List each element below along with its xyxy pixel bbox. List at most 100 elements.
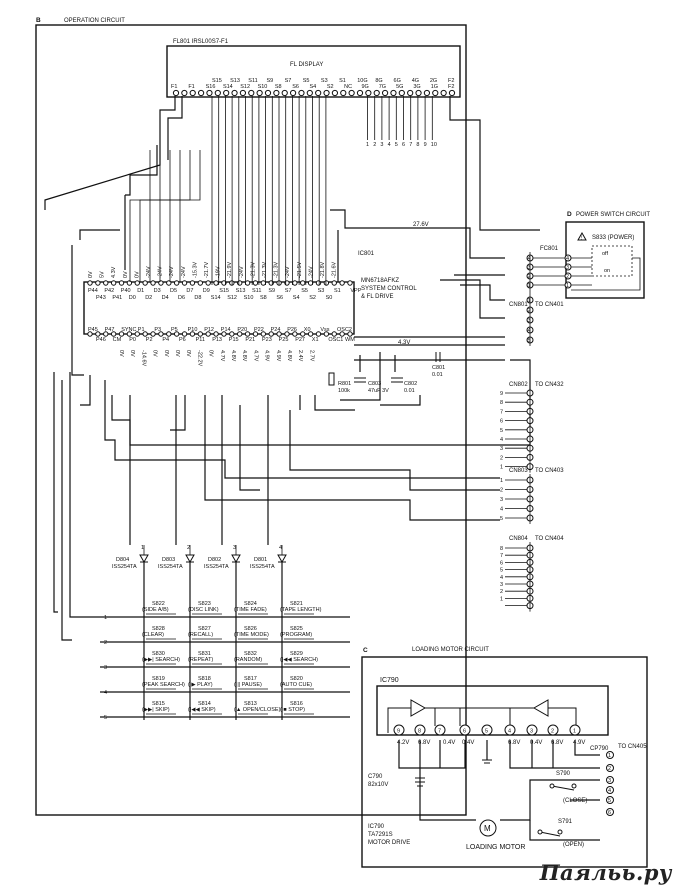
ic790-note: IC790 <box>368 824 385 830</box>
cn804-to: TO CN404 <box>535 536 564 542</box>
ic801-top-pin <box>252 280 259 286</box>
ic801-pin-label: X0 <box>304 327 311 333</box>
ic801-bottom-pin <box>173 331 180 337</box>
fl-pin <box>331 89 339 97</box>
ic801-top-voltage: 0V <box>134 271 140 278</box>
fl-pin-label-top: S7 <box>285 78 292 84</box>
connector-pin-number: 9 <box>500 391 503 397</box>
ic801-pin-label: S8 <box>260 295 267 301</box>
cp790-pin-number: 5 <box>608 798 611 804</box>
ic801-pin-label: S6 <box>276 295 283 301</box>
key-row-bus <box>69 372 100 618</box>
power-pin-number: 4 <box>566 256 569 262</box>
ic801-pin-label: P11 <box>196 337 205 343</box>
fl-pin <box>373 89 380 97</box>
s791-label: (OPEN) <box>563 842 584 848</box>
diode-model: ISS254TA <box>250 564 275 570</box>
ic801-top-pin <box>181 280 188 286</box>
ic801-pin-label: P22 <box>254 327 264 333</box>
connector-pin-number: 4 <box>500 507 503 513</box>
key-switch-ref: S817 <box>244 676 257 682</box>
fl-display-box <box>166 45 461 98</box>
fl-grid-number: 7 <box>409 142 412 148</box>
ic801-pin-label: X1 <box>312 337 319 343</box>
fl-pin-label: S10 <box>258 84 268 90</box>
ic801-pin-label: P44 <box>88 288 98 294</box>
ic801-pin-label: P41 <box>112 295 122 301</box>
connector-pin-number: 1 <box>500 596 503 602</box>
ic801-bottom-voltage: 4.8V <box>230 350 236 362</box>
cp790-pin-number: 1 <box>608 753 611 759</box>
key-row-number: 2 <box>104 640 107 646</box>
key-switch-label: (AUTO CUE) <box>280 682 312 688</box>
diode-symbol <box>139 554 149 564</box>
fl-grid-number: 10 <box>431 142 437 148</box>
fl-grid-number: 1 <box>366 142 369 148</box>
ic801-top-pin <box>315 280 322 286</box>
ic801-pin-label: P14 <box>221 327 231 333</box>
ic801-pin-label: P40 <box>121 288 131 294</box>
key-switch-ref: S823 <box>198 601 211 607</box>
ic801-pin-label: P45 <box>88 327 98 333</box>
ic801-pin-label: SYNC <box>121 327 136 333</box>
fl-pin-label-top: 10G <box>357 78 367 84</box>
ic801-pin-label: OSC1 <box>328 337 343 343</box>
fl-pin-label: F1 <box>171 84 177 90</box>
ic801-top-pin <box>205 280 211 286</box>
ic801-pin-label: P4 <box>162 337 169 343</box>
ic801-top-voltage: 0V <box>123 271 129 278</box>
diode-model: ISS254TA <box>204 564 229 570</box>
ic790-pin-number: 7 <box>438 729 441 735</box>
ic801-pin-label: P46 <box>96 337 106 343</box>
key-switch-ref: S819 <box>152 676 165 682</box>
fl-pin <box>256 89 263 97</box>
ic801-pin-label: P15 <box>229 337 239 343</box>
fl-pin <box>289 89 297 97</box>
ic801-bottom-pin <box>142 331 148 337</box>
fl-pin-label: F1 <box>188 84 194 90</box>
fl-pin-label: S12 <box>240 84 250 90</box>
connector-pin-number: 5 <box>500 428 503 434</box>
ic801-bottom-pin <box>323 331 330 337</box>
svg-text:R801: R801 <box>338 381 351 387</box>
diode-ref: D802 <box>208 557 221 563</box>
fl-pin-label-top: S1 <box>339 78 346 84</box>
fl-pin <box>239 89 247 97</box>
svg-text:!: ! <box>581 235 582 241</box>
ic801-bottom-pin <box>118 331 125 337</box>
cp790-pin-number: 2 <box>608 766 611 772</box>
ic801-pin-label: S4 <box>293 295 300 301</box>
ic801-top-pin <box>347 280 353 286</box>
power-switch-ref: S833 (POWER) <box>592 235 634 241</box>
ic790-pin-number: 1 <box>573 729 576 735</box>
connector-pin-number: 5 <box>500 568 503 574</box>
section-letter-b: B <box>36 17 41 24</box>
ic790-pin <box>481 724 493 736</box>
fl-pin <box>323 89 330 97</box>
ic801-pin-label: CM <box>113 337 122 343</box>
fl-display-part: FL801 IRSL00S7-F1 <box>173 39 229 45</box>
ic801-bottom-pin <box>331 331 337 337</box>
key-switch-label: (CLEAR) <box>142 632 164 638</box>
fl-pin <box>340 89 347 97</box>
ic790-pin-number: 5 <box>485 729 488 735</box>
ic801-bottom-voltage: 4.7V <box>252 350 258 362</box>
fl-pin <box>348 89 355 97</box>
key-row-number: 3 <box>104 665 107 671</box>
ic801-top-voltage: -24V <box>285 266 291 278</box>
fl-grid-number: 8 <box>416 142 419 148</box>
cp790-pin <box>606 764 614 772</box>
loading-motor-label: LOADING MOTOR <box>466 844 525 851</box>
ic801-top-pin <box>189 280 196 286</box>
ic801-top-voltage: 5V <box>100 271 106 278</box>
ic801-bottom-pin <box>260 331 267 337</box>
bus-wire <box>179 150 201 282</box>
key-row-number: 4 <box>104 690 107 696</box>
ic801-pin-label: S11 <box>252 288 261 294</box>
diode-number: 2 <box>187 545 190 551</box>
key-switch-label: (▶▶| SEARCH) <box>142 657 180 663</box>
fl-pin <box>365 89 372 97</box>
